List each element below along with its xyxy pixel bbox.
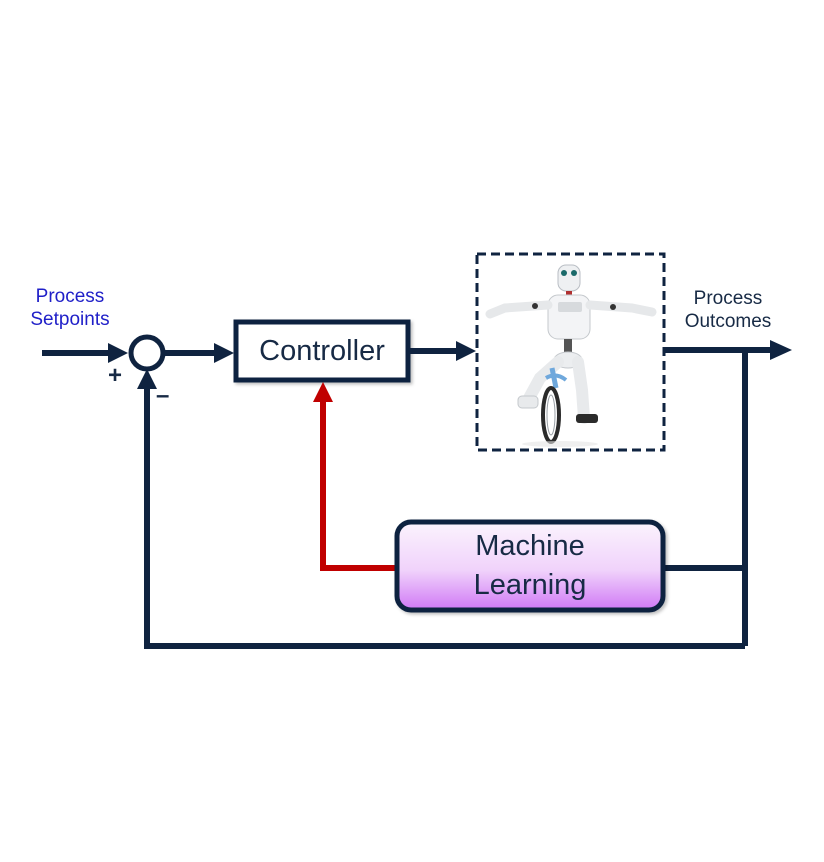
ml-to-controller-arrow [313,382,397,571]
input-arrow [42,343,128,363]
controller-label: Controller [259,334,385,367]
output-label: Process Outcomes [676,288,780,334]
controller-block [233,319,411,383]
feedback-to-junction-arrow [137,369,157,649]
plus-sign: + [108,362,123,389]
output-arrow [664,340,792,360]
input-label: Process Setpoints [14,286,126,332]
junction-to-controller-arrow [163,343,234,363]
robot-unicycle-icon [485,264,657,447]
minus-sign: – [156,382,170,409]
output-label-line-1: Process [693,288,763,309]
ml-label-line-1: Machine [475,529,585,562]
input-label-line-1: Process [35,286,105,307]
machine-learning-block [394,519,666,613]
ml-label-line-2: Learning [473,569,587,601]
summing-junction [128,334,166,372]
controller-to-process-arrow [410,341,476,361]
input-label-line-2: Setpoints [30,308,110,330]
machine-learning-label: Machine Learning [397,522,663,610]
output-label-line-2: Outcomes [684,310,772,332]
